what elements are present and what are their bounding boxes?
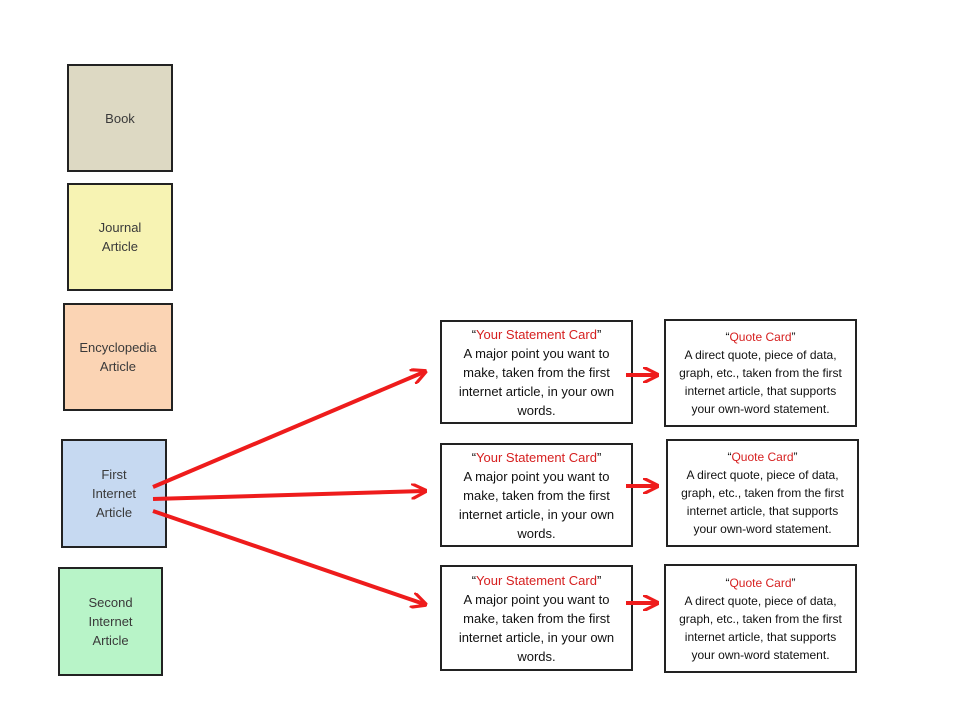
arrow-to-statement-3: [152, 509, 424, 604]
statement-card-body: A major point you want to make, taken fr…: [458, 468, 615, 541]
arrow-to-statement-2: [152, 491, 424, 501]
quote-card-title: “Quote Card”: [725, 330, 796, 344]
source-label: Second Internet Article: [88, 595, 133, 648]
source-label: Encyclopedia Article: [79, 340, 157, 374]
source-box-encyclopedia-article: Encyclopedia Article: [63, 303, 173, 411]
quote-card-title: “Quote Card”: [727, 450, 798, 464]
source-label: First Internet Article: [91, 467, 137, 520]
statement-card-body: A major point you want to make, taken fr…: [458, 591, 615, 664]
source-label: Journal Article: [98, 220, 142, 254]
source-box-book: Book: [67, 64, 173, 172]
source-box-second-internet-article: Second Internet Article: [58, 567, 163, 676]
statement-card-title: “Your Statement Card”: [471, 449, 602, 465]
quote-card: “Quote Card” A direct quote, piece of da…: [664, 319, 857, 427]
quote-card: “Quote Card” A direct quote, piece of da…: [664, 564, 857, 673]
statement-card-body: A major point you want to make, taken fr…: [458, 345, 615, 418]
quote-card-title: “Quote Card”: [725, 575, 796, 590]
arrow-to-statement-1: [152, 372, 424, 489]
source-box-first-internet-article: First Internet Article: [61, 439, 167, 548]
statement-card-title: “Your Statement Card”: [471, 326, 602, 342]
quote-card: “Quote Card” A direct quote, piece of da…: [666, 439, 859, 547]
quote-card-body: A direct quote, piece of data, graph, et…: [679, 593, 842, 662]
statement-card: “Your Statement Card” A major point you …: [440, 443, 633, 547]
statement-card: “Your Statement Card” A major point you …: [440, 320, 633, 424]
quote-card-body: A direct quote, piece of data, graph, et…: [679, 348, 842, 416]
statement-card-title: “Your Statement Card”: [471, 572, 602, 588]
source-box-journal-article: Journal Article: [67, 183, 173, 291]
source-label: Book: [105, 110, 135, 126]
statement-card: “Your Statement Card” A major point you …: [440, 565, 633, 671]
quote-card-body: A direct quote, piece of data, graph, et…: [681, 468, 844, 536]
